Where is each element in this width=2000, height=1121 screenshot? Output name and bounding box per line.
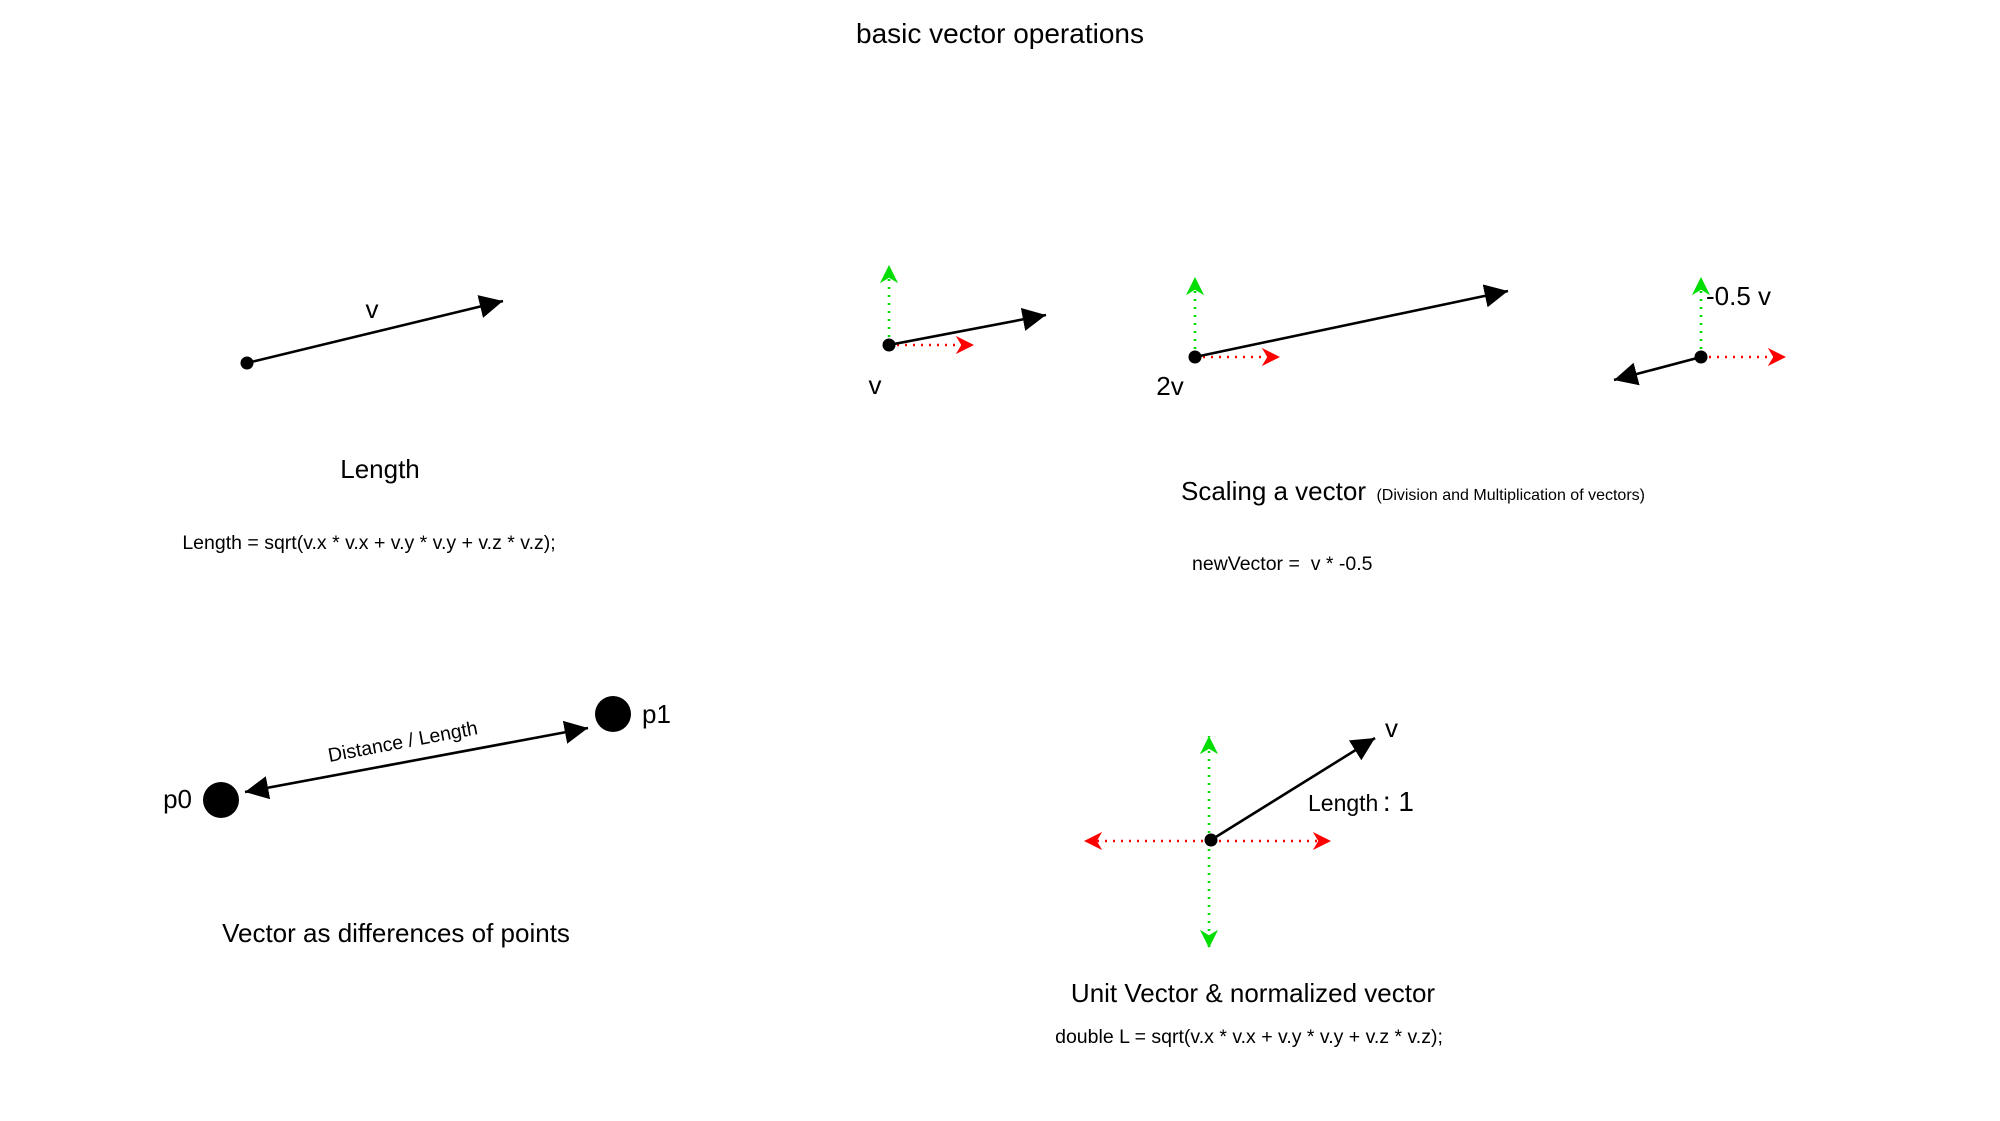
unit-vector-origin <box>1204 833 1218 847</box>
scale-v-origin <box>882 338 896 352</box>
point-p1 <box>595 696 631 732</box>
length-vector-arrow <box>246 295 504 365</box>
unit-section: v Length : 1 Unit Vector & normalized ve… <box>1055 713 1443 1048</box>
points-distance-arrow <box>244 720 589 800</box>
unit-length-label: Length : 1 <box>1308 786 1414 817</box>
scale-2v-label: 2v <box>1156 371 1183 401</box>
scaling-caption-note: (Division and Multiplication of vectors) <box>1376 487 1645 504</box>
unit-vector-arrow <box>1210 736 1376 842</box>
unit-formula: double L = sqrt(v.x * v.x + v.y * v.y + … <box>1055 1026 1443 1048</box>
page-title: basic vector operations <box>856 18 1144 49</box>
points-section: p0 p1 Distance / Length Vector as differ… <box>163 696 671 948</box>
points-arrow-label: Distance / Length <box>326 717 479 767</box>
scale-2v-arrow <box>1194 284 1509 359</box>
unit-vector-label: v <box>1385 713 1398 743</box>
scale-v-arrow <box>888 307 1047 347</box>
length-section: v Length Length = sqrt(v.x * v.x + v.y *… <box>182 294 555 554</box>
scaling-caption: Scaling a vector (Division and Multiplic… <box>1181 476 1645 506</box>
scaling-formula: newVector = v * -0.5 <box>1192 553 1373 575</box>
unit-length-value: : 1 <box>1383 786 1414 817</box>
unit-length-text: Length <box>1308 790 1378 816</box>
length-vector-origin <box>240 356 254 370</box>
scale-neg-arrow <box>1613 355 1702 386</box>
scaling-section: v 2v -0.5 v Scaling a vector (Division a… <box>869 265 1786 575</box>
point-p0-label: p0 <box>163 784 192 814</box>
length-vector-label: v <box>366 294 379 324</box>
scaling-caption-main: Scaling a vector <box>1181 476 1366 506</box>
length-caption: Length <box>340 454 420 484</box>
length-formula: Length = sqrt(v.x * v.x + v.y * v.y + v.… <box>182 532 555 554</box>
scale-v-label: v <box>869 370 882 400</box>
unit-caption: Unit Vector & normalized vector <box>1071 978 1435 1008</box>
point-p1-label: p1 <box>642 699 671 729</box>
point-p0 <box>203 782 239 818</box>
scale-neg-label: -0.5 v <box>1706 281 1771 311</box>
points-caption: Vector as differences of points <box>222 918 570 948</box>
scale-neg-origin <box>1694 350 1708 364</box>
scale-2v-origin <box>1188 350 1202 364</box>
